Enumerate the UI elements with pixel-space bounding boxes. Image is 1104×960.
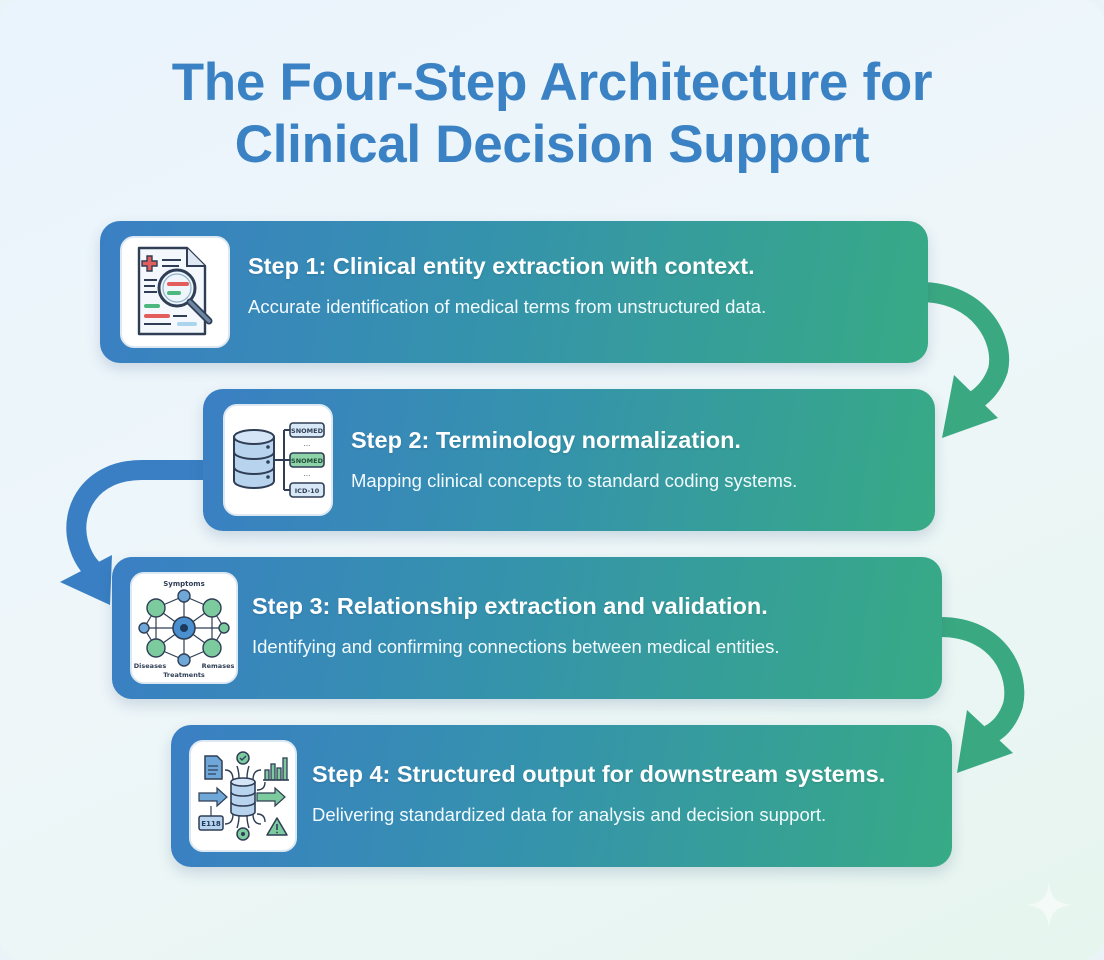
arrow-step1-to-step2-icon (919, 282, 1010, 438)
arrow-step3-to-step4-icon (939, 617, 1025, 773)
step-1-icon-box (120, 236, 230, 348)
step-2-text: Step 2: Terminology normalization. Mappi… (351, 425, 797, 493)
step-4-text: Step 4: Structured output for downstream… (312, 759, 885, 827)
graph-label-left: Diseases (134, 662, 166, 670)
graph-label-right: Remases (202, 662, 234, 670)
output-code-label: E118 (201, 820, 221, 828)
code-label-3: ICD-10 (295, 487, 320, 495)
title-line-1: The Four-Step Architecture for (171, 53, 933, 112)
step-1-heading: Step 1: Clinical entity extraction with … (248, 253, 755, 279)
graph-label-bottom: Treatments (163, 671, 205, 679)
step-4-description: Delivering standardized data for analysi… (312, 804, 827, 825)
step-1-description: Accurate identification of medical terms… (248, 296, 767, 317)
step-4-heading: Step 4: Structured output for downstream… (312, 761, 886, 787)
step-2-icon-box: SNOMED ... SNOMED ... ICD-10 (223, 404, 333, 516)
step-1-text: Step 1: Clinical entity extraction with … (248, 251, 766, 319)
database-coding-icon: SNOMED ... SNOMED ... ICD-10 (233, 422, 325, 498)
step-2-heading: Step 2: Terminology normalization. (351, 427, 741, 453)
step-3-heading: Step 3: Relationship extraction and vali… (252, 593, 768, 619)
code-label-2: SNOMED (291, 457, 324, 465)
sparkle-icon (1026, 882, 1072, 928)
code-ellipsis-1: ... (304, 440, 311, 448)
code-label-1: SNOMED (291, 427, 324, 435)
code-ellipsis-2: ... (304, 470, 311, 478)
arrow-step2-to-step3-icon (60, 460, 205, 605)
step-card-4: E118 Step 4: Structured output for downs… (171, 725, 952, 867)
step-card-1: Step 1: Clinical entity extraction with … (100, 221, 928, 363)
step-3-icon-box: Symptoms (130, 572, 238, 684)
step-4-icon-box: E118 (189, 740, 297, 852)
document-magnifier-icon (137, 246, 213, 336)
step-3-text: Step 3: Relationship extraction and vali… (252, 591, 780, 659)
step-2-description: Mapping clinical concepts to standard co… (351, 470, 798, 491)
graph-label-top: Symptoms (163, 580, 205, 588)
step-3-description: Identifying and confirming connections b… (252, 636, 780, 657)
step-card-3: Symptoms (112, 557, 942, 699)
title-line-2: Clinical Decision Support (234, 115, 870, 174)
page-title: The Four-Step Architecture for Clinical … (0, 52, 1104, 176)
data-output-icon: E118 (198, 751, 289, 841)
knowledge-graph-icon: Symptoms (134, 580, 234, 679)
step-card-2: SNOMED ... SNOMED ... ICD-10 Step 2: Ter… (203, 389, 935, 531)
